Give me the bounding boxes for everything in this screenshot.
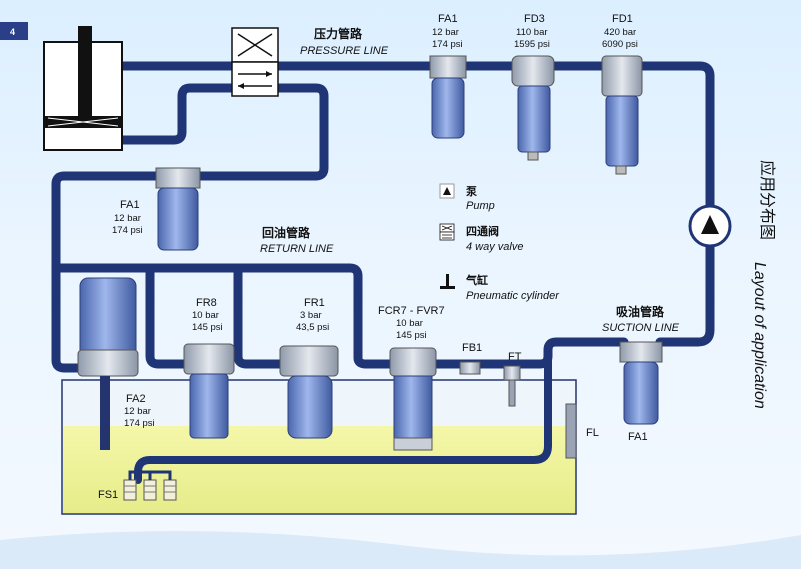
- ft-label: FT: [508, 351, 522, 363]
- four-way-valve-icon: [439, 223, 455, 241]
- return-line-pipe: [51, 263, 397, 369]
- four-way-valve: [231, 27, 279, 97]
- pneumatic-cylinder: [43, 26, 123, 151]
- component-fl: FL: [565, 403, 599, 459]
- fcr7-p1: 10 bar: [396, 318, 423, 329]
- fa1-pressure-name: FA1: [438, 13, 458, 25]
- fa1-suction-name: FA1: [628, 431, 648, 443]
- filter-fr1: FR1 3 bar 43,5 psi: [279, 297, 339, 439]
- legend-valve-cn: 四通阀: [466, 224, 499, 238]
- filter-fa1-left: FA1 12 bar 174 psi: [112, 167, 201, 251]
- suction-line-cn: 吸油管路: [616, 304, 665, 319]
- legend-pump-en: Pump: [466, 200, 495, 212]
- pump-triangle-icon: [701, 215, 719, 234]
- fl-label: FL: [586, 427, 599, 439]
- legend-cylinder-en: Pneumatic cylinder: [466, 290, 560, 302]
- fa1-pressure-p2: 174 psi: [432, 39, 463, 50]
- page-number: 4: [10, 27, 15, 37]
- pump-icon: [443, 187, 451, 195]
- fr8-name: FR8: [196, 297, 217, 309]
- suction-line-en: SUCTION LINE: [602, 322, 680, 334]
- fa1-left-p1: 12 bar: [114, 213, 141, 224]
- filter-fcr7-fvr7: FCR7 - FVR7 10 bar 145 psi: [378, 305, 445, 451]
- legend-valve-en: 4 way valve: [466, 241, 523, 253]
- fr1-p1: 3 bar: [300, 310, 322, 321]
- pump: [688, 204, 732, 248]
- component-fb1: FB1: [459, 342, 482, 375]
- legend-item-valve: 四通阀 4 way valve: [439, 223, 523, 253]
- fd3-p2: 1595 psi: [514, 39, 550, 50]
- fa1-left-p2: 174 psi: [112, 225, 143, 236]
- fr8-p2: 145 psi: [192, 322, 223, 333]
- pressure-line-cn: 压力管路: [314, 26, 363, 41]
- page-tab: 4: [0, 22, 28, 40]
- legend-item-cylinder: 气缸 Pneumatic cylinder: [440, 273, 560, 302]
- component-ft: FT: [503, 351, 522, 407]
- fd1-name: FD1: [612, 13, 633, 25]
- fa1-pressure-p1: 12 bar: [432, 27, 459, 38]
- pneumatic-cylinder-icon: [440, 274, 455, 289]
- fa2-p2: 174 psi: [124, 418, 155, 429]
- fcr7-name: FCR7 - FVR7: [378, 305, 445, 317]
- side-title-en: Layout of application: [751, 262, 768, 409]
- fd3-name: FD3: [524, 13, 545, 25]
- legend: 泵 Pump 四通阀 4 way valve 气缸 Pneumatic cyli…: [439, 183, 560, 302]
- fd3-p1: 110 bar: [516, 27, 548, 38]
- pressure-line-pipe: [117, 61, 715, 347]
- return-line-cn: 回油管路: [262, 225, 311, 240]
- component-fs1: FS1: [98, 470, 177, 501]
- fa2-name: FA2: [126, 393, 146, 405]
- fr1-name: FR1: [304, 297, 325, 309]
- return-branch-pipe: [233, 263, 287, 369]
- pressure-line-en: PRESSURE LINE: [300, 45, 389, 57]
- fr1-p2: 43,5 psi: [296, 322, 329, 333]
- filter-fd3: FD3 110 bar 1595 psi: [511, 13, 555, 161]
- filter-fa1-pressure: FA1 12 bar 174 psi: [429, 13, 467, 139]
- fd1-p1: 420 bar: [604, 27, 636, 38]
- filter-fr8: FR8 10 bar 145 psi: [183, 297, 235, 439]
- return-branch-pipe-fr8: [145, 263, 191, 369]
- fb1-label: FB1: [462, 342, 482, 354]
- fa2-p1: 12 bar: [124, 406, 151, 417]
- valve-loop-pipe: [117, 83, 237, 145]
- fa1-left-name: FA1: [120, 199, 140, 211]
- suction-line-pipe: [134, 348, 552, 484]
- filter-fa1-suction: FA1: [619, 341, 663, 443]
- legend-cylinder-cn: 气缸: [465, 273, 488, 287]
- fr8-p1: 10 bar: [192, 310, 219, 321]
- side-title-cn: 应用分布图: [758, 160, 777, 240]
- return-line-en: RETURN LINE: [260, 243, 334, 255]
- fd1-p2: 6090 psi: [602, 39, 638, 50]
- fcr7-p2: 145 psi: [396, 330, 427, 341]
- filter-fa2: FA2 12 bar 174 psi: [77, 277, 155, 450]
- filter-fd1: FD1 420 bar 6090 psi: [601, 13, 643, 175]
- legend-item-pump: 泵 Pump: [439, 183, 495, 212]
- fs1-label: FS1: [98, 489, 118, 501]
- decorative-wave: [0, 531, 801, 569]
- legend-pump-cn: 泵: [466, 185, 477, 198]
